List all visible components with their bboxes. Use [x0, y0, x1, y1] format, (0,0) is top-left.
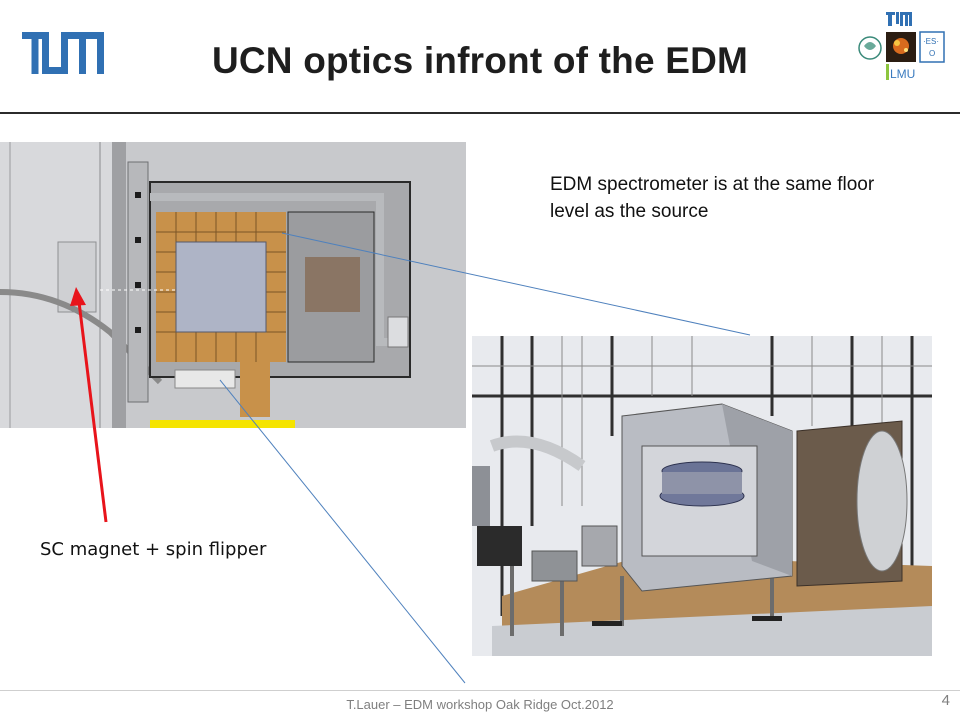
header-divider: [0, 112, 960, 114]
slide-title: UCN optics infront of the EDM: [211, 40, 749, 81]
sc-magnet-annotation: SC magnet + spin flipper: [40, 539, 267, 560]
edm-3d-render-image: [472, 336, 932, 656]
svg-text:O: O: [929, 49, 935, 58]
tum-logo: [22, 32, 104, 74]
lmu-logo-text: LMU: [890, 67, 915, 81]
edm-annotation: EDM spectrometer is at the same floor le…: [550, 174, 875, 222]
footer-text: T.Lauer – EDM workshop Oak Ridge Oct.201…: [346, 697, 614, 712]
footer-divider: [0, 690, 960, 691]
tum-small-logo: [886, 12, 912, 26]
floor-plan-image: [0, 142, 466, 428]
eso-logo-text: ·ES·: [923, 37, 939, 46]
partner-logos: ·ES· O LMU: [858, 12, 945, 81]
page-number: 4: [941, 692, 950, 709]
